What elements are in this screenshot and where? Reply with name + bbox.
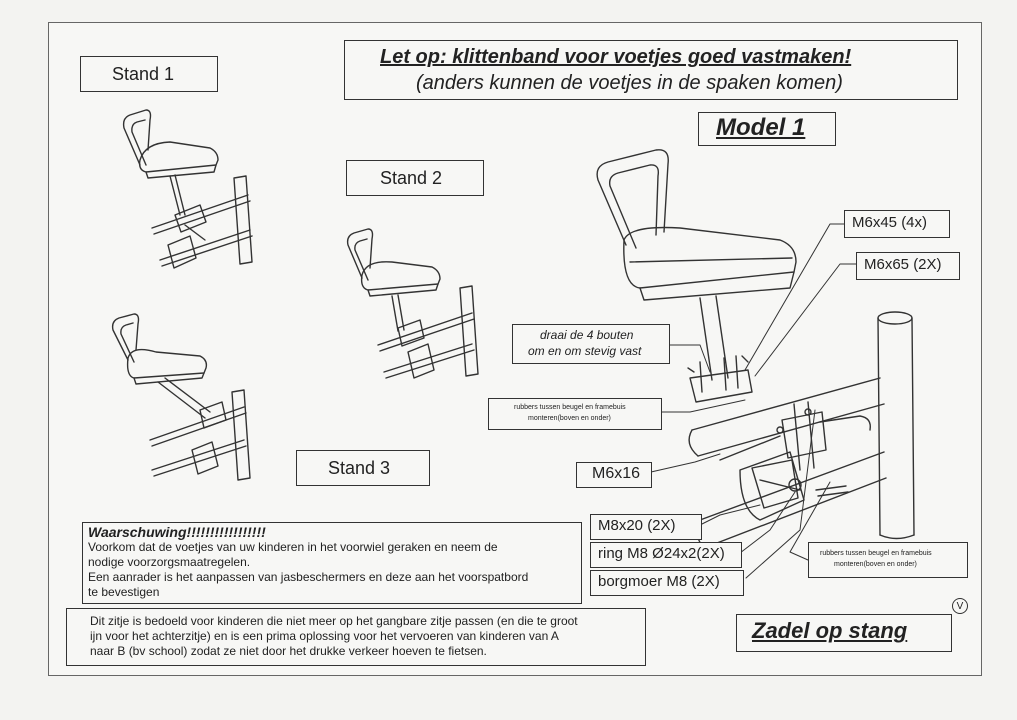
header-warning-title: Let op: klittenband voor voetjes goed va… — [380, 46, 852, 68]
info-line1: Dit zitje is bedoeld voor kinderen die n… — [90, 614, 578, 628]
callout-m8x20-box — [590, 514, 702, 540]
info-line3: naar B (bv school) zodat ze niet door he… — [90, 644, 487, 658]
stand1-lower-drawing — [111, 313, 251, 481]
callout-draai-box — [512, 324, 670, 364]
waarschuwing-box — [82, 522, 582, 604]
info-line2: ijn voor het achterzitje) en is een prim… — [90, 629, 559, 643]
callout-m6x16-box — [576, 462, 652, 488]
callout-borgmoer: borgmoer M8 (2X) — [598, 573, 720, 590]
waarschuwing-line2: nodige voorzorgsmaatregelen. — [88, 555, 251, 569]
stand1-seat-drawing — [122, 109, 253, 269]
callout-rubbers1-line1: rubbers tussen beugel en framebuis — [514, 404, 626, 411]
callout-rubbers2-line2: monteren(boven en onder) — [834, 561, 917, 568]
stand2-label: Stand 2 — [380, 168, 443, 188]
callout-rubbers1-box — [488, 398, 662, 430]
waarschuwing-line3: Een aanrader is het aanpassen van jasbes… — [88, 570, 529, 584]
callout-m6x45-box — [844, 210, 950, 238]
callout-m6x65-box — [856, 252, 960, 280]
header-warning-subtitle: (anders kunnen de voetjes in de spaken k… — [416, 72, 843, 94]
waarschuwing-line1: Voorkom dat de voetjes van uw kinderen i… — [88, 540, 498, 554]
callout-m8x20: M8x20 (2X) — [598, 517, 676, 534]
callout-m6x16: M6x16 — [592, 465, 641, 482]
callout-rubbers2-line1: rubbers tussen beugel en framebuis — [820, 550, 932, 557]
callout-ring: ring M8 Ø24x2(2X) — [598, 545, 725, 562]
waarschuwing-title: Waarschuwing!!!!!!!!!!!!!!!!! — [88, 524, 266, 540]
callout-m6x65: M6x65 (2X) — [864, 256, 942, 273]
callout-borgmoer-box — [590, 570, 744, 596]
stand3-label: Stand 3 — [328, 458, 391, 478]
leader-lines — [650, 223, 857, 579]
model1-main-drawing — [596, 149, 915, 549]
warning-header — [344, 40, 958, 100]
page-mark: V — [952, 598, 968, 614]
callout-draai-line2: om en om stevig vast — [528, 344, 642, 358]
callout-draai-line1: draai de 4 bouten — [540, 328, 634, 342]
model-label-box — [698, 112, 836, 146]
waarschuwing-line4: te bevestigen — [88, 585, 160, 599]
stand1-label-box — [80, 56, 218, 92]
footer-title-box — [736, 614, 952, 652]
info-box — [66, 608, 646, 666]
model-label: Model 1 — [716, 114, 806, 141]
stand3-label-box — [296, 450, 430, 486]
callout-rubbers1-line2: monteren(boven en onder) — [528, 415, 611, 422]
stand2-seat-drawing — [346, 228, 479, 379]
stand2-label-box — [346, 160, 484, 196]
stand1-label: Stand 1 — [112, 64, 175, 84]
page-mark-text: V — [956, 601, 964, 612]
callout-m6x45: M6x45 (4x) — [852, 214, 928, 231]
callout-ring-box — [590, 542, 742, 568]
footer-title: Zadel op stang — [752, 618, 908, 643]
callout-rubbers2-box — [808, 542, 968, 578]
